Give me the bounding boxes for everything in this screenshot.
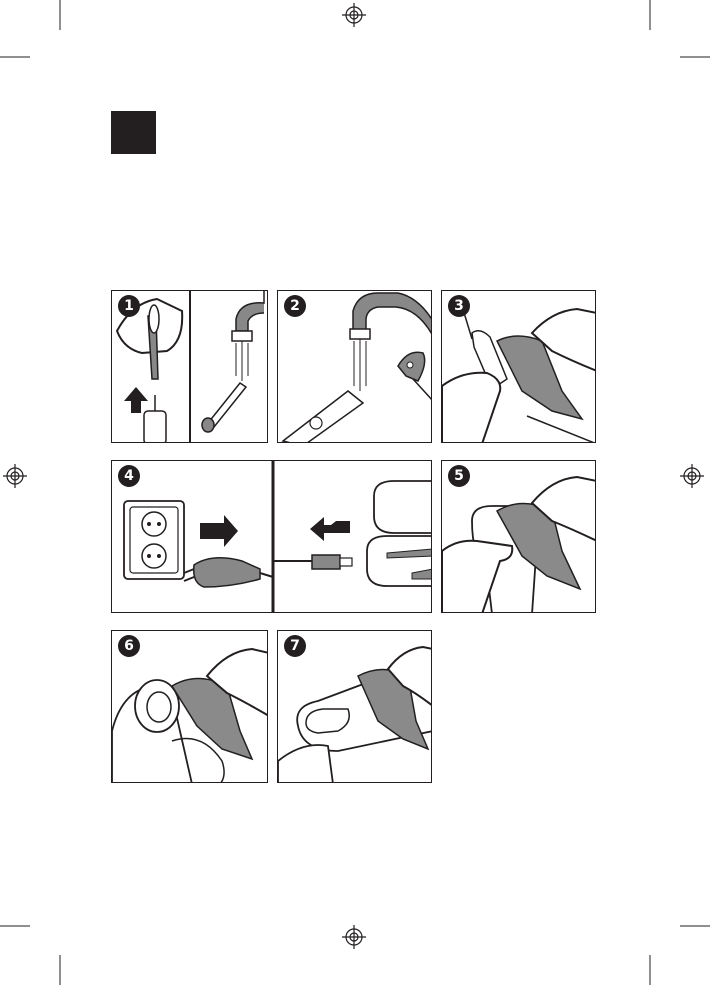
- step-4-badge: 4: [118, 465, 140, 487]
- step-4-panel: 4: [111, 460, 432, 613]
- registration-mark-bottom: [342, 925, 366, 949]
- step-7-badge: 7: [284, 635, 306, 657]
- registration-mark-top: [342, 3, 366, 27]
- step-4-illustration: [112, 461, 432, 613]
- step-3-badge: 3: [448, 295, 470, 317]
- step-6-badge: 6: [118, 635, 140, 657]
- registration-mark-right: [680, 464, 704, 488]
- step-5-badge: 5: [448, 465, 470, 487]
- step-1-panel: 1: [111, 290, 268, 443]
- step-3-panel: 3: [441, 290, 596, 443]
- step-1-badge: 1: [118, 295, 140, 317]
- step-6-panel: 6: [111, 630, 268, 783]
- step-7-panel: 7: [277, 630, 432, 783]
- registration-mark-left: [3, 464, 27, 488]
- step-5-panel: 5: [441, 460, 596, 613]
- step-2-badge: 2: [284, 295, 306, 317]
- section-marker-square: [111, 111, 156, 154]
- step-2-panel: 2: [277, 290, 432, 443]
